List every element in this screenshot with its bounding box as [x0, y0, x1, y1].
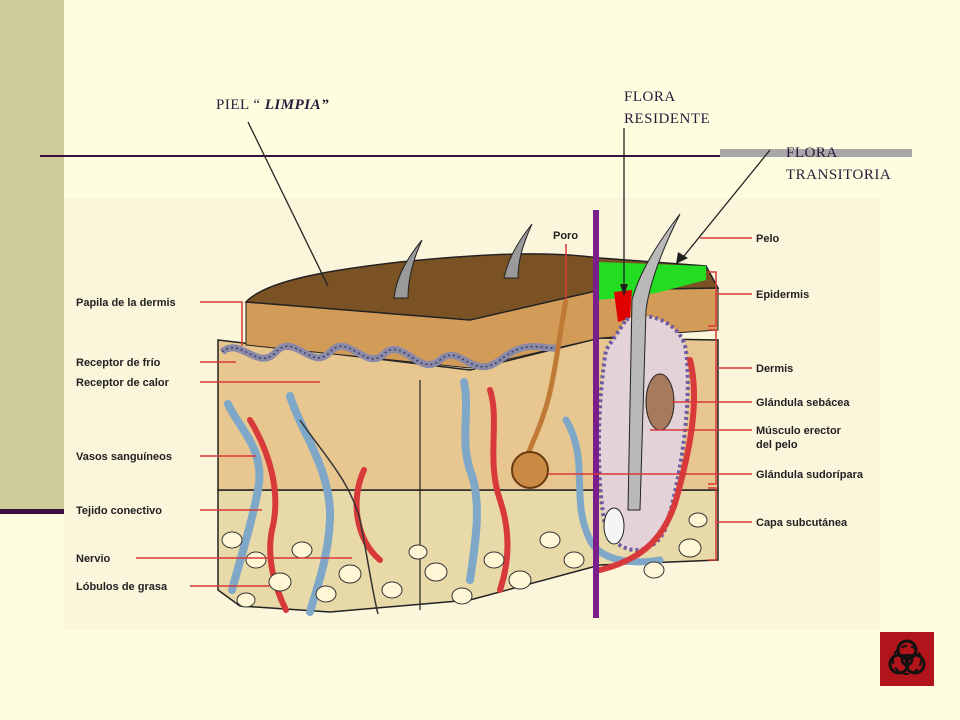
- biohazard-badge: [880, 632, 934, 686]
- sidebar-band: [0, 0, 64, 510]
- hair-bulb: [603, 507, 625, 545]
- label-capa-subcutanea: Capa subcutánea: [756, 517, 848, 529]
- sebaceous-gland: [645, 373, 675, 431]
- flora-transitoria-line1: FLORA: [786, 145, 838, 161]
- nerve: [299, 419, 379, 615]
- flora-transitoria-label: FLORA TRANSITORIA: [786, 142, 891, 186]
- fat-lobules: [221, 512, 708, 608]
- label-nervio: Nervio: [76, 553, 111, 565]
- title-rule: [40, 155, 912, 157]
- label-dermis: Dermis: [756, 363, 793, 375]
- label-tejido: Tejido conectivo: [76, 505, 162, 517]
- flora-residente-line2: RESIDENTE: [624, 111, 711, 127]
- piel-limpia-label: PIEL “ LIMPIA”: [216, 94, 329, 116]
- flora-residente-label: FLORA RESIDENTE: [624, 86, 710, 130]
- piel-label-text: PIEL “: [216, 97, 265, 113]
- limpia-label-text: LIMPIA”: [264, 97, 330, 113]
- hair-shaft: [627, 213, 681, 511]
- hair-2: [503, 223, 533, 279]
- sweat-gland: [511, 451, 549, 489]
- sidebar-rule: [0, 509, 64, 514]
- sweat-duct: [523, 299, 569, 461]
- flora-residente-zone: [614, 290, 632, 322]
- poro-label: Poro: [553, 230, 578, 242]
- label-epidermis: Epidermis: [756, 289, 809, 301]
- label-glandula-sebacea: Glándula sebácea: [756, 397, 850, 409]
- piel-limpia-pointer: [247, 121, 329, 287]
- title-accent-bar: [720, 149, 912, 157]
- label-musculo-erector: Músculo erector: [756, 425, 842, 437]
- flora-transitoria-line2: TRANSITORIA: [786, 167, 892, 183]
- label-glandula-sudoripara: Glándula sudorípara: [756, 469, 864, 481]
- hair-1: [393, 239, 423, 299]
- label-receptor-calor: Receptor de calor: [76, 377, 170, 389]
- flora-transitoria-pointer: [683, 149, 771, 257]
- label-del-pelo: del pelo: [756, 439, 798, 451]
- label-receptor-frio: Receptor de frío: [76, 357, 161, 369]
- label-vasos: Vasos sanguíneos: [76, 451, 172, 463]
- biohazard-icon: [888, 639, 926, 675]
- flora-residente-line1: FLORA: [624, 89, 676, 105]
- label-pelo: Pelo: [756, 233, 780, 245]
- label-papila: Papila de la dermis: [76, 297, 176, 309]
- label-lobulos: Lóbulos de grasa: [76, 581, 168, 593]
